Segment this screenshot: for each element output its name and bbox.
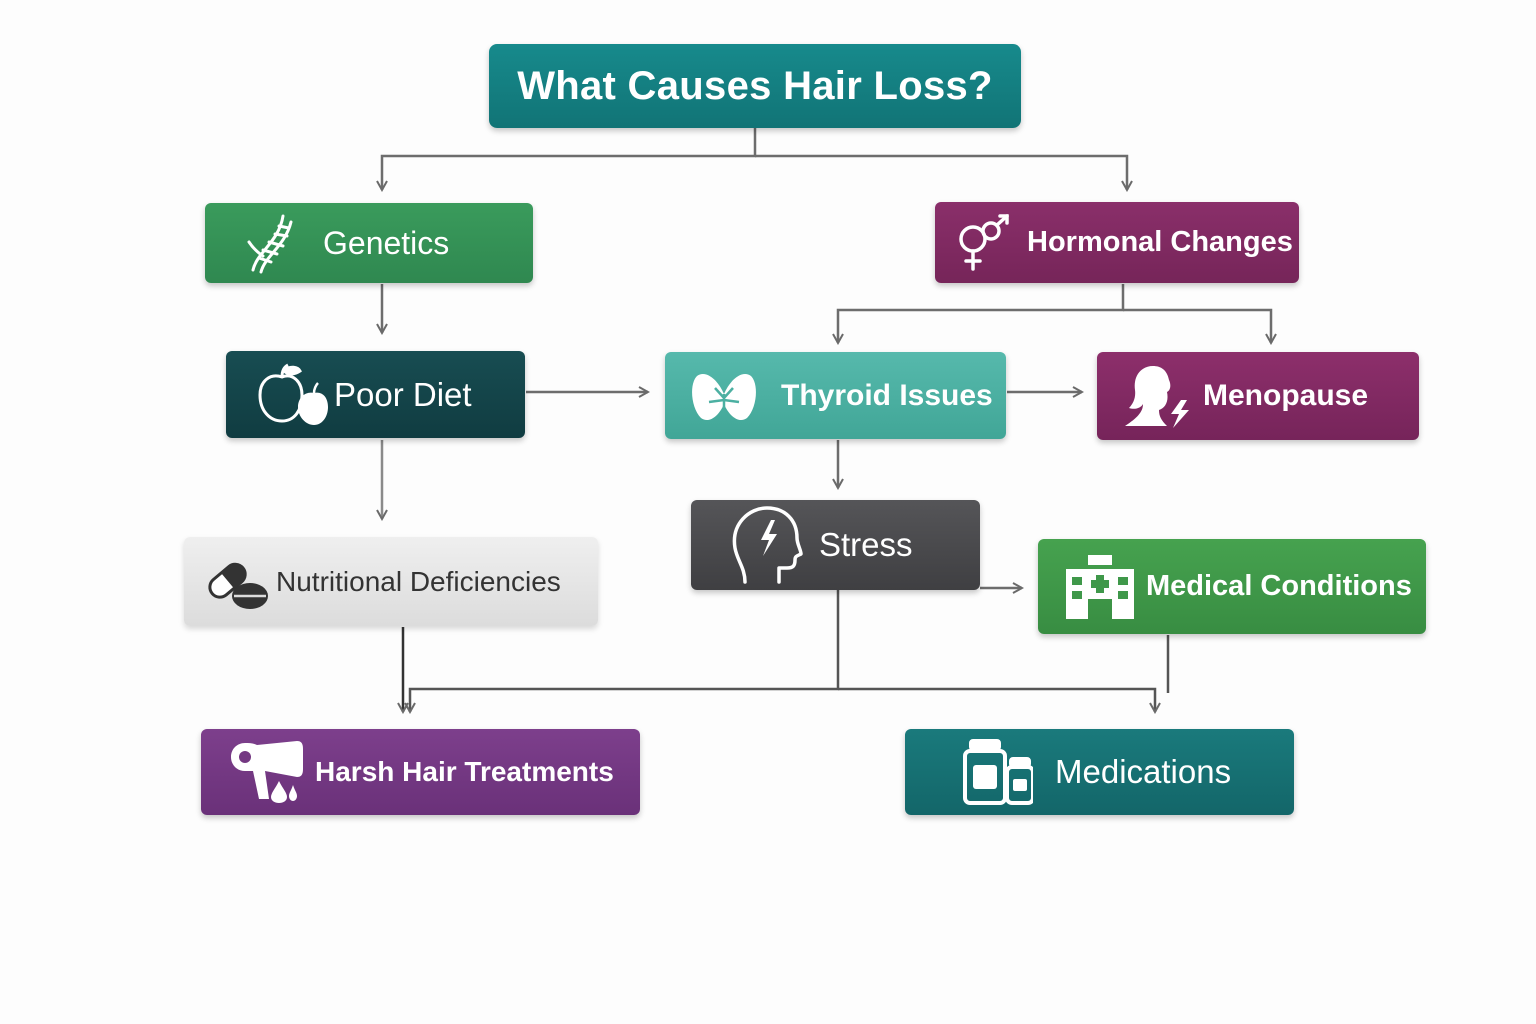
node-medications: Medications — [905, 729, 1294, 815]
node-poor-diet: Poor Diet — [226, 351, 525, 438]
pills-icon — [204, 552, 270, 612]
edge-title-hormonal-changes — [755, 154, 1127, 190]
node-label: Nutritional Deficiencies — [276, 565, 561, 597]
node-menopause: Menopause — [1097, 352, 1419, 440]
node-label: Harsh Hair Treatments — [315, 756, 614, 787]
head-lightning-icon — [731, 504, 803, 586]
node-label: Medical Conditions — [1146, 570, 1412, 602]
node-label: Thyroid Issues — [781, 378, 993, 412]
edge-stress-harsh — [410, 590, 840, 712]
edge-title-genetics — [382, 128, 757, 190]
node-harsh-hair-treatments: Harsh Hair Treatments — [201, 729, 640, 815]
title-node: What Causes Hair Loss? — [489, 44, 1021, 128]
node-label: Stress — [819, 526, 913, 563]
edge-hormonal-menopause — [1123, 308, 1271, 343]
node-thyroid-issues: Thyroid Issues — [665, 352, 1006, 439]
node-hormonal-changes: Hormonal Changes — [935, 202, 1299, 283]
diagram-title: What Causes Hair Loss? — [517, 63, 993, 108]
node-label: Menopause — [1203, 379, 1369, 412]
node-label: Poor Diet — [334, 375, 472, 413]
medicine-bottles-icon — [963, 739, 1033, 805]
node-genetics: Genetics — [205, 203, 533, 283]
node-label: Medications — [1055, 753, 1232, 790]
node-label: Hormonal Changes — [1027, 226, 1293, 258]
thyroid-gland-icon — [689, 368, 759, 424]
node-stress: Stress — [691, 500, 980, 590]
gender-symbols-icon — [955, 213, 1013, 273]
node-label: Genetics — [323, 224, 450, 261]
hair-dryer-icon — [231, 739, 303, 805]
apple-icon — [256, 363, 328, 427]
woman-head-lightning-icon — [1123, 362, 1191, 430]
node-nutritional-deficiencies: Nutritional Deficiencies — [184, 537, 598, 626]
node-medical-conditions: Medical Conditions — [1038, 539, 1426, 634]
edge-hormonal-thyroid — [838, 284, 1125, 343]
dna-icon — [239, 212, 297, 274]
hospital-icon — [1066, 554, 1134, 619]
edge-stress-medications — [838, 687, 1155, 712]
